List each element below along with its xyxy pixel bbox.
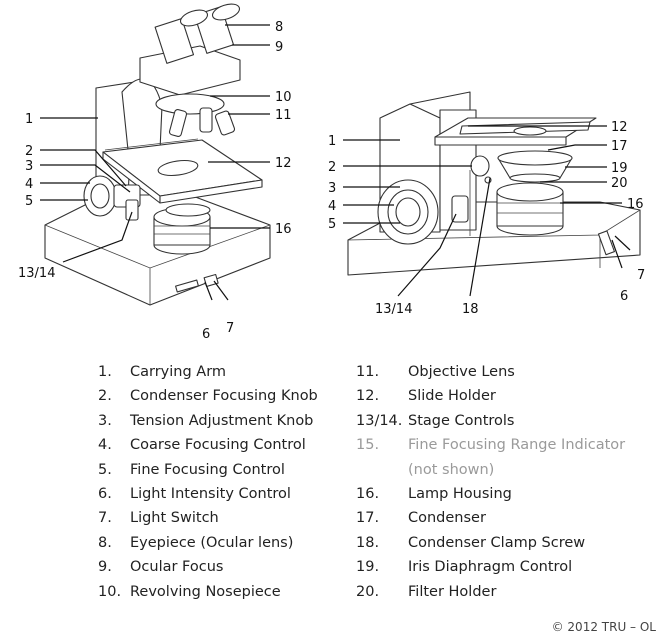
left-callout-6: 6 (202, 327, 210, 342)
legend-item: 18. Condenser Clamp Screw (356, 531, 625, 555)
legend-item: 19. Iris Diaphragm Control (356, 555, 625, 579)
legend-item-number: 2. (98, 388, 112, 405)
legend-item-label: Revolving Nosepiece (130, 583, 281, 600)
right-callout-6: 6 (620, 289, 628, 304)
legend-item-number: 16. (356, 486, 380, 503)
legend-item-number: 10. (98, 583, 122, 600)
legend-item-label: Stage Controls (408, 412, 515, 429)
left-callout-16: 16 (275, 222, 292, 237)
left-leader-lines (40, 24, 270, 301)
legend-item-number: 18. (356, 534, 380, 551)
legend-item: 16. Lamp Housing (356, 482, 625, 506)
legend-item-label: Slide Holder (408, 388, 496, 405)
right-callout-3: 3 (328, 181, 336, 196)
legend-item-number: 20. (356, 583, 380, 600)
left-callouts: 1 2 3 4 5 13/14 6 7 8 9 10 11 12 16 (18, 20, 292, 342)
legend-item-note: (not shown) (408, 461, 495, 478)
right-callout-5: 5 (328, 217, 336, 232)
legend-item-number: 8. (98, 534, 112, 551)
legend-item-number: 17. (356, 510, 380, 527)
legend-item-label: Light Switch (130, 510, 219, 527)
right-leader-lines (343, 125, 631, 297)
legend-item: 6. Light Intensity Control (98, 482, 318, 506)
left-callout-13-14: 13/14 (18, 266, 55, 281)
legend-item-number: 6. (98, 486, 112, 503)
legend-item-label: Eyepiece (Ocular lens) (130, 534, 294, 551)
legend-item-label: Coarse Focusing Control (130, 437, 306, 454)
right-callout-20: 20 (611, 176, 628, 191)
right-microscope-illustration (347, 91, 641, 276)
right-callout-16: 16 (627, 197, 644, 212)
legend-item-number: 3. (98, 412, 112, 429)
left-callout-1: 1 (25, 112, 33, 127)
legend-item: 11. Objective Lens (356, 360, 625, 384)
legend-item-label: Objective Lens (408, 364, 515, 380)
left-callout-9: 9 (275, 40, 283, 55)
legend-item: 8. Eyepiece (Ocular lens) (98, 531, 318, 555)
legend-item: 2. Condenser Focusing Knob (98, 384, 318, 408)
legend-item-label: Iris Diaphragm Control (408, 559, 573, 576)
left-callout-2: 2 (25, 144, 33, 159)
legend-item: 5. Fine Focusing Control (98, 458, 318, 482)
right-callout-18: 18 (462, 302, 479, 317)
legend-left-column: 1. Carrying Arm 2. Condenser Focusing Knob 3… (98, 360, 318, 604)
left-callout-8: 8 (275, 20, 283, 35)
legend-item-number: 13/14. (356, 412, 403, 429)
legend-item: 9. Ocular Focus (98, 555, 318, 579)
legend-item-label: Light Intensity Control (130, 486, 291, 503)
legend-item-number: 9. (98, 559, 112, 576)
legend-right-column: 11. Objective Lens 12. Slide Holder 13/14. St… (356, 360, 625, 604)
right-callout-1: 1 (328, 134, 336, 149)
legend-item-number: 19. (356, 559, 380, 576)
right-callout-7: 7 (637, 268, 645, 283)
right-callout-13-14: 13/14 (375, 302, 412, 317)
legend-item-number: 7. (98, 510, 112, 527)
right-callout-4: 4 (328, 199, 336, 214)
legend-item-number: 12. (356, 388, 380, 405)
left-callout-10: 10 (275, 90, 292, 105)
legend-item-label: Lamp Housing (408, 486, 512, 503)
legend-item-number: 5. (98, 461, 112, 478)
legend-item: 17. Condenser (356, 506, 625, 530)
legend-item-number: 4. (98, 437, 112, 454)
right-callout-17: 17 (611, 139, 628, 154)
left-callout-11: 11 (275, 108, 292, 123)
legend-item-number: 1. (98, 364, 112, 380)
legend-item-label: Condenser Focusing Knob (130, 388, 318, 405)
legend-item: 13/14. Stage Controls (356, 409, 625, 433)
legend-item: 3. Tension Adjustment Knob (98, 409, 318, 433)
copyright-credit: © 2012 TRU – OL (551, 620, 656, 634)
legend-item-label: Tension Adjustment Knob (130, 412, 314, 429)
right-callout-2: 2 (328, 160, 336, 175)
right-callout-12: 12 (611, 120, 628, 135)
left-callout-7: 7 (226, 321, 234, 336)
legend-item-label: Filter Holder (408, 583, 497, 600)
legend-item-label: Ocular Focus (130, 559, 224, 576)
legend-item-label: Fine Focusing Range Indicator (408, 437, 626, 454)
legend-item: 7. Light Switch (98, 506, 318, 530)
legend-item: 20. Filter Holder (356, 580, 625, 604)
legend-item: 10. Revolving Nosepiece (98, 580, 318, 604)
left-callout-12: 12 (275, 156, 292, 171)
legend-item: 4. Coarse Focusing Control (98, 433, 318, 457)
microscope-diagram: 1 2 3 4 5 13/14 6 7 8 9 10 11 12 16 (18, 3, 645, 342)
left-callout-4: 4 (25, 177, 33, 192)
left-microscope-illustration (44, 3, 271, 306)
legend-item-label: Carrying Arm (130, 364, 227, 380)
right-callout-19: 19 (611, 161, 628, 176)
left-callout-5: 5 (25, 194, 33, 209)
legend-item-label: Condenser Clamp Screw (408, 534, 586, 551)
legend-item-number: 15. (356, 437, 380, 454)
legend-item: 15. Fine Focusing Range Indicator (356, 433, 625, 457)
legend-item: 12. Slide Holder (356, 384, 625, 408)
legend-item: 1. Carrying Arm (98, 360, 318, 384)
left-callout-3: 3 (25, 159, 33, 174)
legend-item-number: 11. (356, 364, 380, 380)
legend-item-label: Condenser (408, 510, 486, 527)
right-callouts: 1 2 3 4 5 13/14 18 12 17 19 20 16 7 6 (328, 120, 645, 317)
legend-item-label: Fine Focusing Control (130, 461, 285, 478)
